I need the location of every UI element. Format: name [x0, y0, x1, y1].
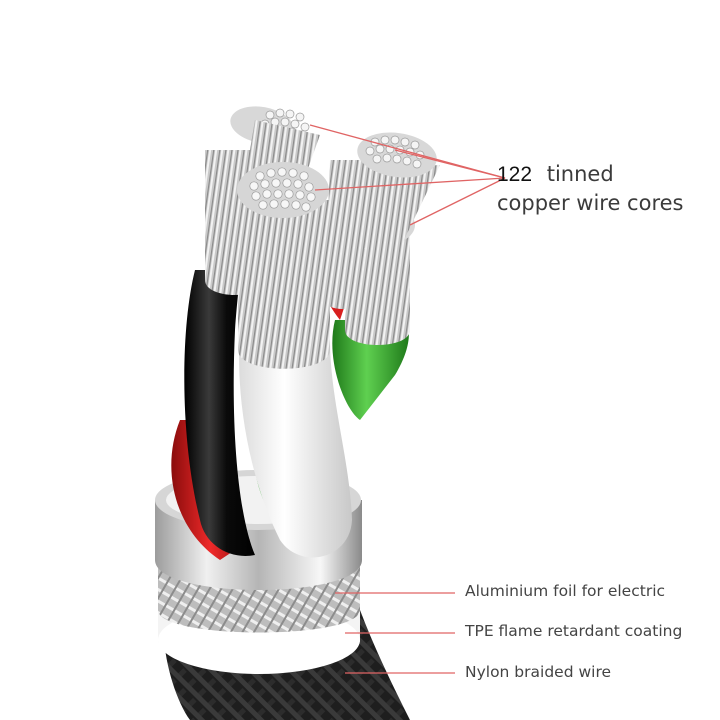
cores-word: tinned	[546, 162, 614, 186]
cores-description: copper wire cores	[497, 191, 684, 215]
cores-count: 122	[497, 163, 533, 186]
cores-leader-lines	[309, 124, 506, 226]
white-wire	[237, 162, 352, 558]
red-wire-strands	[325, 132, 440, 309]
cores-annotation: 122 tinned copper wire cores	[497, 160, 684, 217]
layer-leader-lines	[335, 592, 455, 674]
layer-label-nylon-braid: Nylon braided wire	[465, 663, 612, 681]
layer-label-tpe-coating: TPE flame retardant coating	[465, 622, 683, 640]
layer-label-aluminium-foil: Aluminium foil for electric	[465, 582, 666, 600]
